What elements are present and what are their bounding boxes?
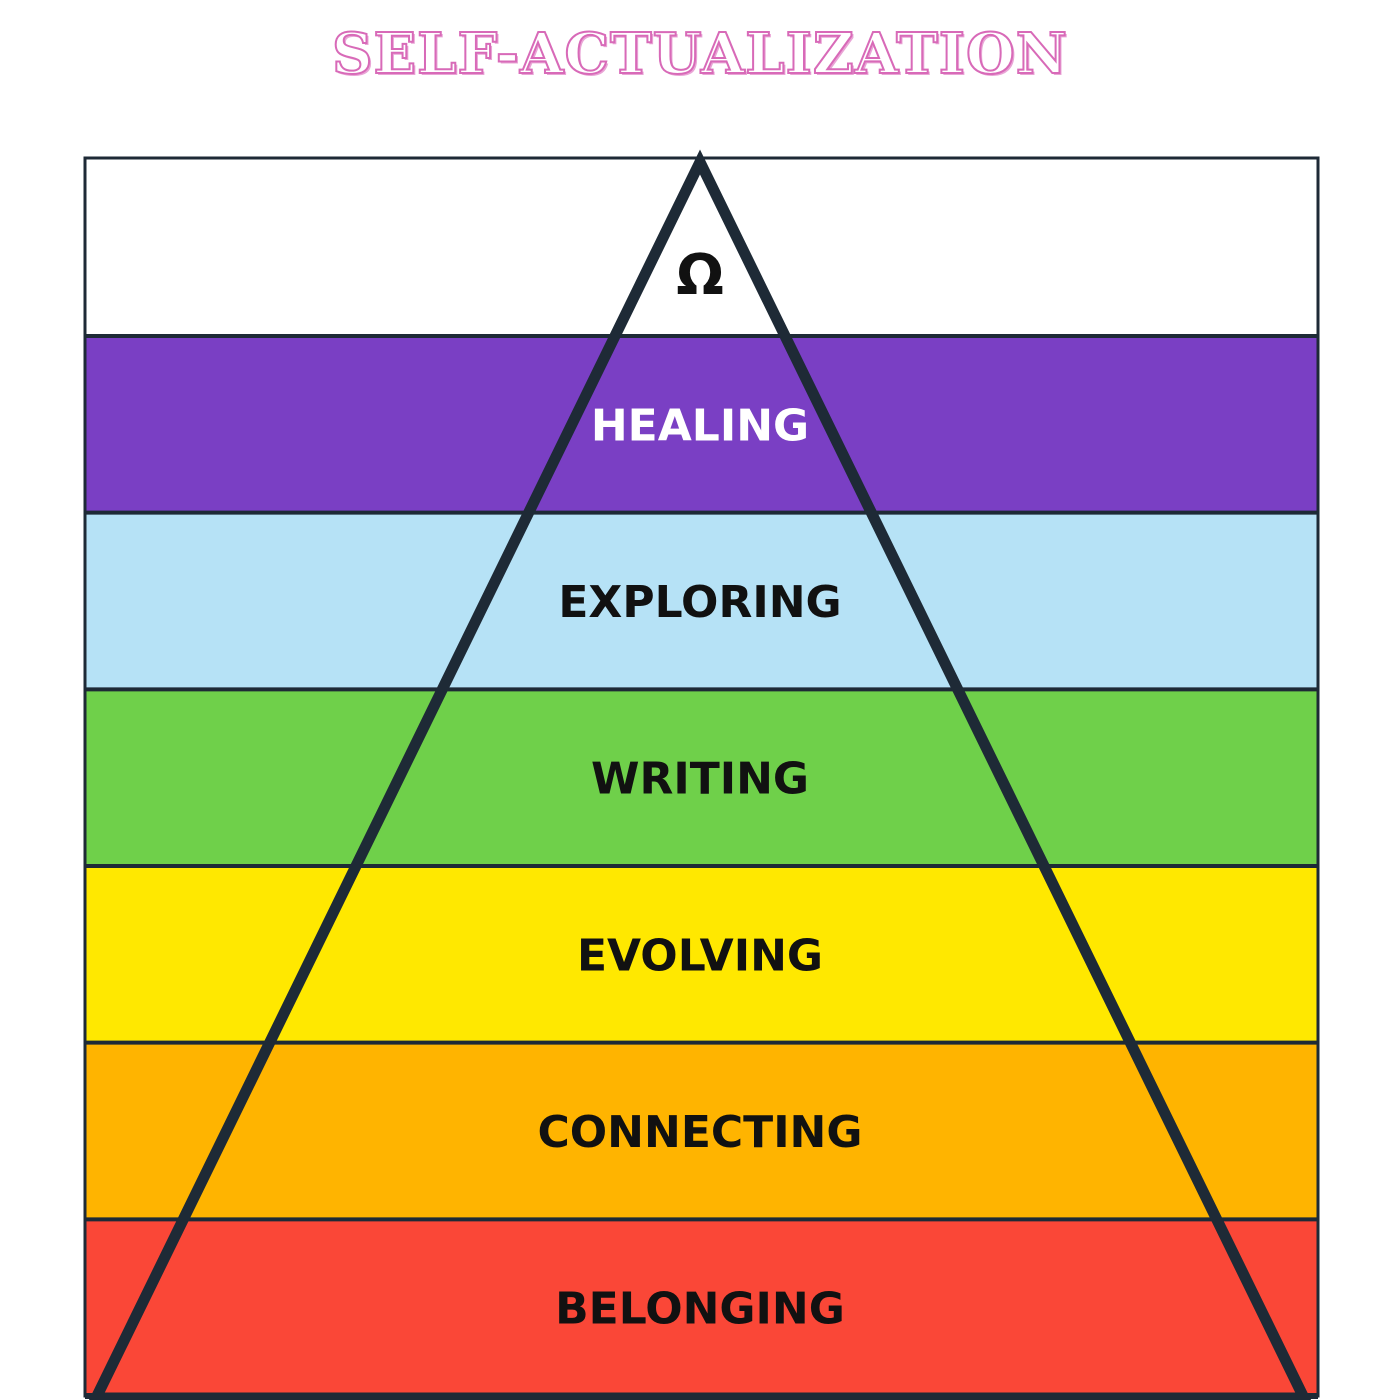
label-group: Ω HEALING EXPLORING WRITING EVOLVING CONNECTI… xyxy=(537,243,862,1335)
band-healing xyxy=(85,336,1318,513)
band-group xyxy=(85,158,1318,1399)
apex-band xyxy=(85,158,1318,336)
apex-label: Ω xyxy=(676,243,724,308)
band-exploring xyxy=(85,512,1318,690)
band-label-healing: HEALING xyxy=(591,400,809,451)
pyramid-outline xyxy=(88,149,1312,1400)
band-connecting xyxy=(85,1042,1318,1220)
band-label-writing: WRITING xyxy=(591,754,809,805)
band-belonging xyxy=(85,1219,1318,1396)
band-writing xyxy=(85,689,1318,866)
band-label-exploring: EXPLORING xyxy=(558,577,841,628)
band-label-connecting: CONNECTING xyxy=(537,1107,862,1158)
diagram-frame xyxy=(83,156,1320,1398)
band-label-evolving: EVOLVING xyxy=(577,930,823,981)
diagram-title: SELF-ACTUALIZATION xyxy=(331,21,1068,87)
band-label-belonging: BELONGING xyxy=(555,1284,845,1335)
